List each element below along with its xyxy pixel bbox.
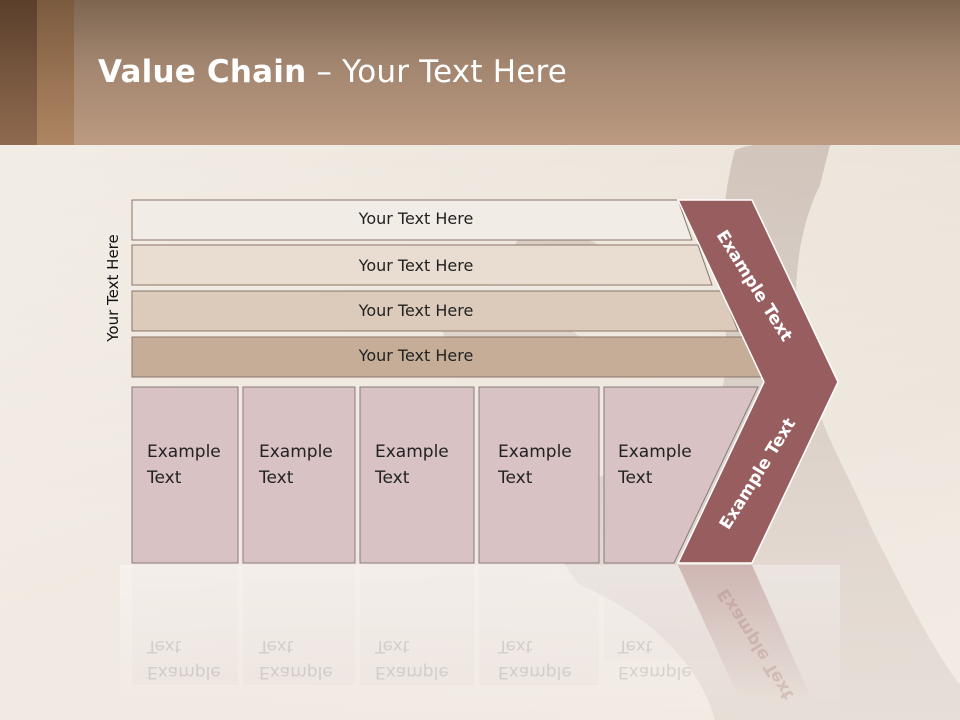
support-row-3-label: Your Text Here bbox=[358, 301, 474, 320]
primary-box-3-label: Example Text bbox=[375, 442, 449, 488]
header-accent-mid bbox=[37, 0, 74, 145]
header-accent-dark bbox=[0, 0, 37, 145]
primary-box-2 bbox=[242, 386, 356, 564]
primary-box-2-reflection: Example Text bbox=[259, 636, 333, 682]
title-bold: Value Chain bbox=[98, 54, 307, 90]
support-row-2-label: Your Text Here bbox=[358, 256, 474, 275]
primary-box-5-label: Example Text bbox=[618, 442, 692, 488]
primary-box-5 bbox=[603, 386, 759, 564]
primary-box-3-reflection: Example Text bbox=[375, 636, 449, 682]
primary-box-1-reflection: Example Text bbox=[147, 636, 221, 682]
support-row-1-label: Your Text Here bbox=[358, 209, 474, 228]
primary-box-1 bbox=[131, 386, 239, 564]
primary-box-2-label: Example Text bbox=[259, 442, 333, 488]
reflection-chevron bbox=[678, 565, 812, 700]
support-row-1 bbox=[131, 199, 693, 241]
support-row-2 bbox=[131, 244, 713, 286]
margin-chevron bbox=[676, 199, 839, 564]
primary-box-5-reflection: Example Text bbox=[618, 636, 692, 682]
header-band bbox=[0, 0, 960, 145]
primary-box-4 bbox=[478, 386, 600, 564]
primary-box-4-reflection: Example Text bbox=[498, 636, 572, 682]
title-rest: – Your Text Here bbox=[306, 54, 568, 90]
slide-title: Value Chain – Your Text Here bbox=[98, 54, 567, 90]
support-row-4-label: Your Text Here bbox=[358, 346, 474, 365]
primary-box-1-label: Example Text bbox=[147, 442, 221, 488]
primary-box-4-label: Example Text bbox=[498, 442, 572, 488]
primary-box-3 bbox=[359, 386, 475, 564]
support-row-3 bbox=[131, 290, 739, 332]
